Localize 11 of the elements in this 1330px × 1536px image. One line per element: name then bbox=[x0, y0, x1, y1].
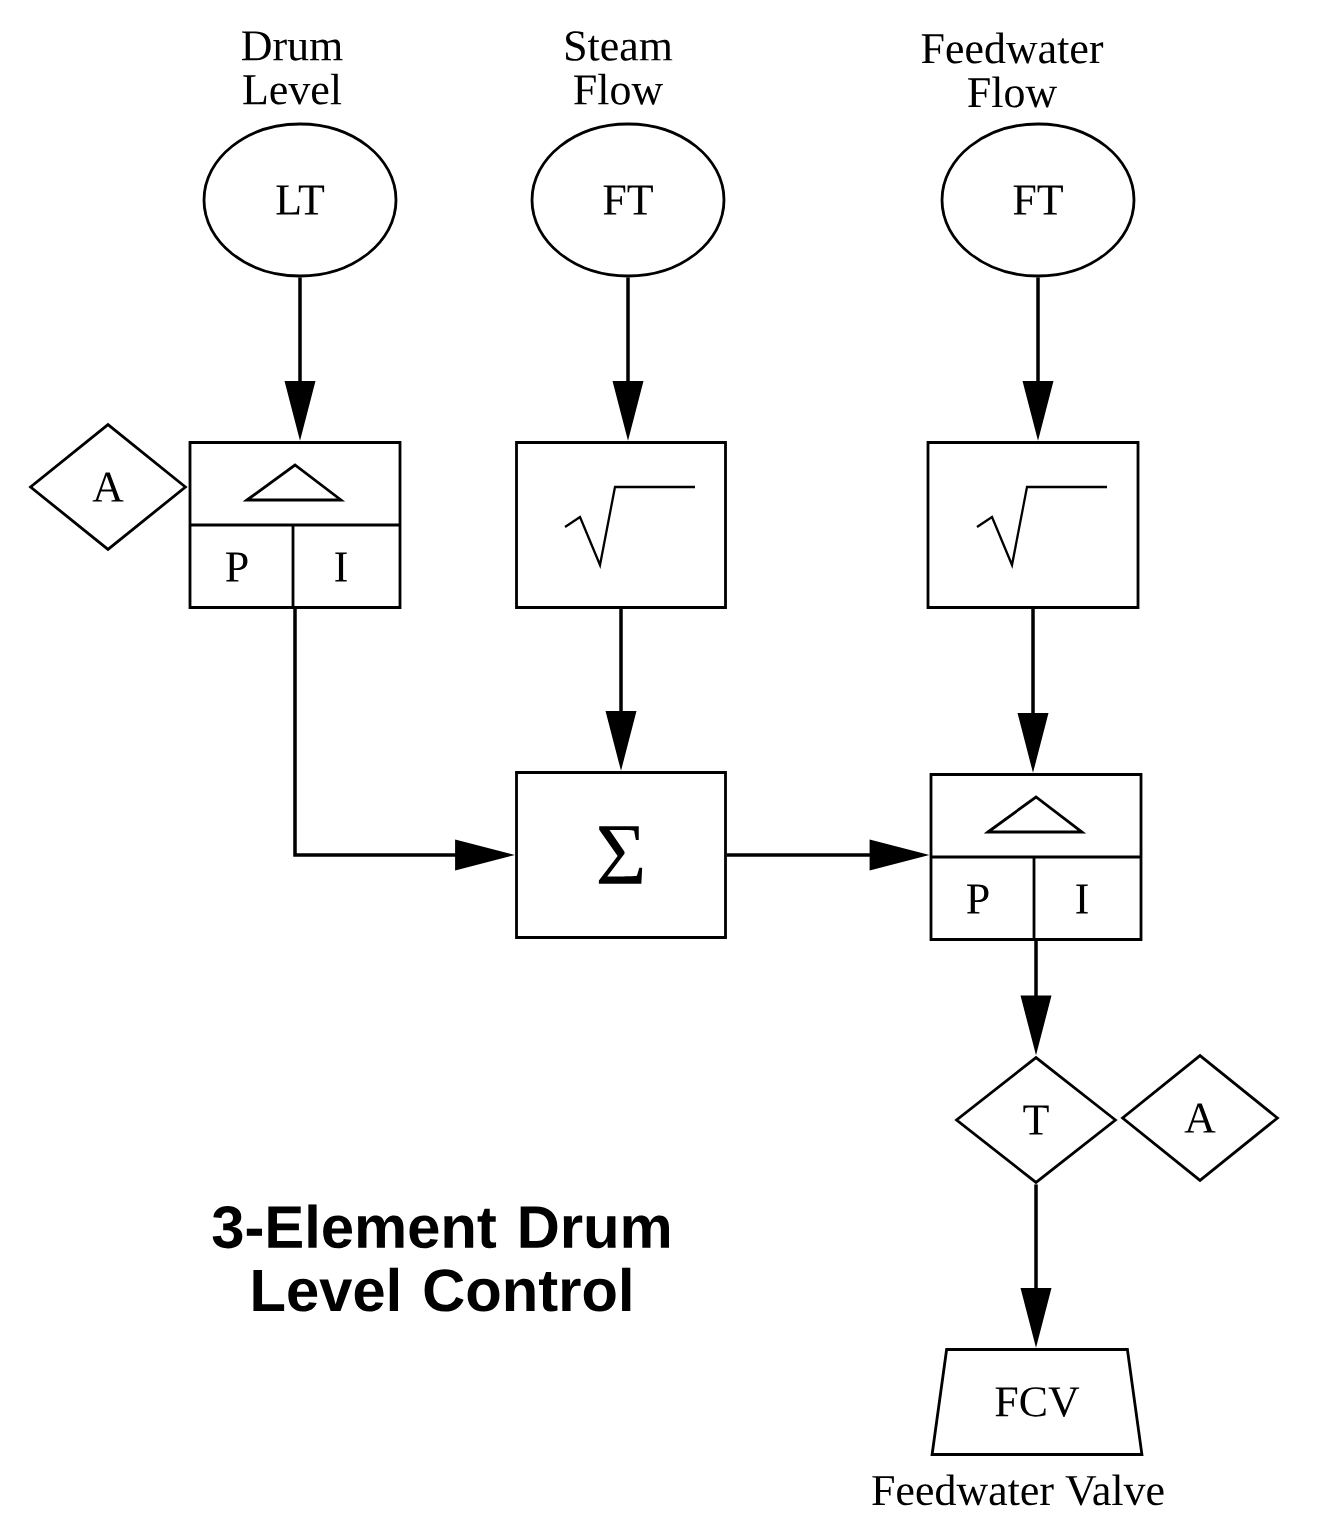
signal-label: Drum Level bbox=[242, 31, 343, 105]
diagram-title: 3-Element Drum Level Control bbox=[212, 1204, 669, 1312]
summer-box: Σ bbox=[515, 771, 727, 939]
node-label: I bbox=[1076, 884, 1088, 914]
node-label: I bbox=[335, 552, 347, 582]
signal-label: Feedwater Flow bbox=[921, 32, 1104, 108]
valve-label: Feedwater Valve bbox=[872, 1474, 1164, 1506]
node-label: P bbox=[967, 884, 989, 914]
signal-label: Steam Flow bbox=[566, 31, 673, 105]
valve-trapezoid: FCV bbox=[930, 1348, 1144, 1456]
node-label: P bbox=[226, 552, 248, 582]
